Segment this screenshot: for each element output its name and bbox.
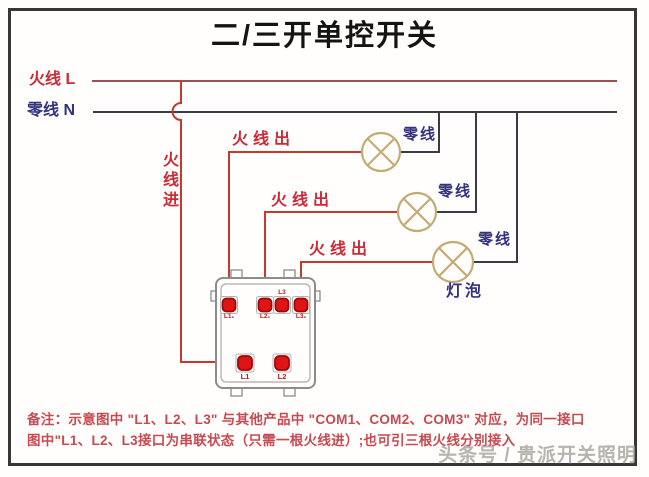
terminal-l1-com <box>237 355 253 371</box>
terminal-l1-out <box>221 297 237 313</box>
page-border <box>8 8 637 466</box>
lamp-neutral-wire-1 <box>400 112 440 153</box>
lamp-neutral-label-3: 零线 <box>478 231 513 248</box>
lamp-icon <box>360 131 402 173</box>
live-line-label: 火线 L <box>29 71 76 88</box>
live-out-wire-1 <box>228 151 362 299</box>
terminal-label-l1-com: L1 <box>240 372 250 381</box>
terminal-label-l1-out: L1₁ <box>223 313 235 320</box>
lamp-neutral-label-2: 零线 <box>438 183 473 200</box>
lamp-neutral-wire-2 <box>436 112 477 213</box>
terminal-label-l2-out: L2₁ <box>259 313 271 320</box>
switch-box <box>210 269 321 397</box>
live-out-label-3: 火线出 <box>309 241 373 258</box>
diagram-title: 二/三开单控开关 <box>210 20 439 52</box>
live-in-label: 火线进 <box>160 151 177 211</box>
lamp-neutral-label-1: 零线 <box>403 126 438 143</box>
live-out-wire-3 <box>300 261 433 299</box>
terminal-label-l3-out: L3₁ <box>295 313 307 320</box>
terminal-l3-com <box>274 297 290 313</box>
note-line-1: 备注：示意图中 "L1、L2、L3" 与其他产品中 "COM1、COM2、COM… <box>27 412 585 427</box>
live-out-wire-2 <box>264 211 398 299</box>
note-line-2: 图中"L1、L2、L3接口为串联状态（只需一根火线进）;也可引三根火线分别接入 <box>27 433 516 448</box>
terminal-l2-out <box>257 297 273 313</box>
terminal-label-l3-com: L3 <box>278 289 286 296</box>
lamp-icon <box>396 191 438 233</box>
bulb-label: 灯泡 <box>446 283 485 300</box>
live-out-label-1: 火线出 <box>232 131 296 148</box>
lamp-icon <box>431 240 475 284</box>
terminal-l3-out <box>293 297 309 313</box>
watermark: 头条号 / 贵派开关照明 <box>438 445 637 466</box>
neutral-line-label: 零线 N <box>27 102 76 119</box>
terminal-l2-com <box>274 355 290 371</box>
terminal-label-l2-com: L2 <box>277 372 287 381</box>
lamp-neutral-wire-3 <box>472 112 518 263</box>
live-feed-wire <box>171 81 282 363</box>
live-out-label-2: 火线出 <box>271 192 335 209</box>
